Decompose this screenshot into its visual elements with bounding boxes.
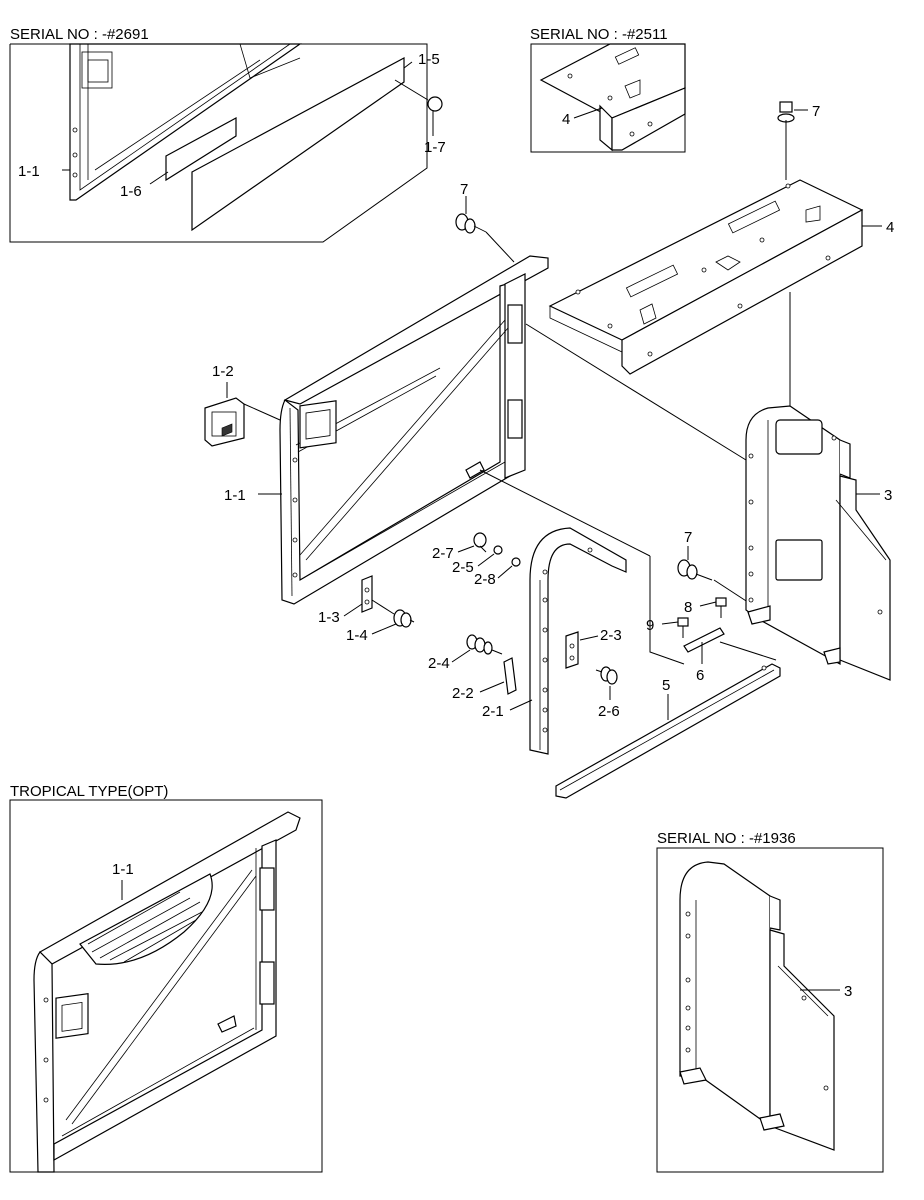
- callout-2-7: 2-7: [432, 545, 454, 562]
- callout-2-6: 2-6: [598, 703, 620, 720]
- rail-5: 5: [555, 663, 781, 799]
- plate-2-2: 2-2: [452, 657, 517, 702]
- bolt-2-4: 2-4: [428, 634, 503, 672]
- side-panel-3: 3: [745, 405, 892, 681]
- callout-1-2: 1-2: [212, 363, 234, 380]
- bolt-7-upper: 7: [455, 181, 515, 263]
- door-assembly: [279, 255, 549, 605]
- callout-2-8: 2-8: [474, 571, 496, 588]
- leader-lines: [479, 292, 791, 665]
- bolt-7-top: 7: [777, 101, 820, 180]
- inset-title-serial-2691: SERIAL NO : -#2691: [10, 26, 149, 43]
- latch-1-2: 1-2: [204, 363, 281, 447]
- callout-4-main: 4: [886, 219, 894, 236]
- callout-8: 8: [684, 599, 692, 616]
- inset-serial-2691: SERIAL NO : -#2691 1-5 1-7 1-1 1-6: [9, 26, 446, 243]
- callout-4-inset: 4: [562, 111, 570, 128]
- bolt-7-lower: 7: [677, 529, 713, 581]
- screws-8-9-latch-6: 8 9 6: [646, 597, 727, 684]
- inset-serial-1936: SERIAL NO : -#1936 3: [656, 830, 884, 1173]
- callout-1-1-tropical: 1-1: [112, 861, 134, 878]
- callout-1-4: 1-4: [346, 627, 368, 644]
- callout-1-1-main: 1-1: [224, 487, 246, 504]
- callout-6: 6: [696, 667, 704, 684]
- callout-1-6: 1-6: [120, 183, 142, 200]
- top-cover-4: 4: [548, 179, 894, 375]
- inset-title-serial-2511: SERIAL NO : -#2511: [530, 26, 668, 43]
- callout-5: 5: [662, 677, 670, 694]
- callout-2-1: 2-1: [482, 703, 504, 720]
- bracket-2-3: 2-3: [565, 627, 622, 669]
- callout-3-inset: 3: [844, 983, 852, 1000]
- bolt-2-6: 2-6: [595, 666, 620, 720]
- inset-title-tropical: TROPICAL TYPE(OPT): [10, 783, 168, 800]
- callout-1-3: 1-3: [318, 609, 340, 626]
- inset-serial-2511: SERIAL NO : -#2511 4: [530, 26, 686, 153]
- inset-tropical-type: TROPICAL TYPE(OPT) 1-1: [9, 783, 323, 1173]
- callout-2-4: 2-4: [428, 655, 450, 672]
- inset-title-serial-1936: SERIAL NO : -#1936: [657, 830, 796, 847]
- callout-2-5: 2-5: [452, 559, 474, 576]
- callout-2-2: 2-2: [452, 685, 474, 702]
- callout-7-lower: 7: [684, 529, 692, 546]
- callout-7-top: 7: [812, 103, 820, 120]
- callout-1-7: 1-7: [424, 139, 446, 156]
- callout-1-5: 1-5: [418, 51, 440, 68]
- hardware-2-7-2-5-2-8: 2-7 2-5 2-8: [432, 532, 521, 588]
- hinge-bracket-1-3: 1-3: [318, 575, 395, 626]
- bolt-1-4: 1-4: [346, 609, 415, 644]
- callout-7-upper: 7: [460, 181, 468, 198]
- callout-3-main: 3: [884, 487, 892, 504]
- callout-9: 9: [646, 617, 654, 634]
- callout-1-1-inset: 1-1: [18, 163, 40, 180]
- frame-2-1: 2-1: [482, 527, 627, 755]
- callout-2-3: 2-3: [600, 627, 622, 644]
